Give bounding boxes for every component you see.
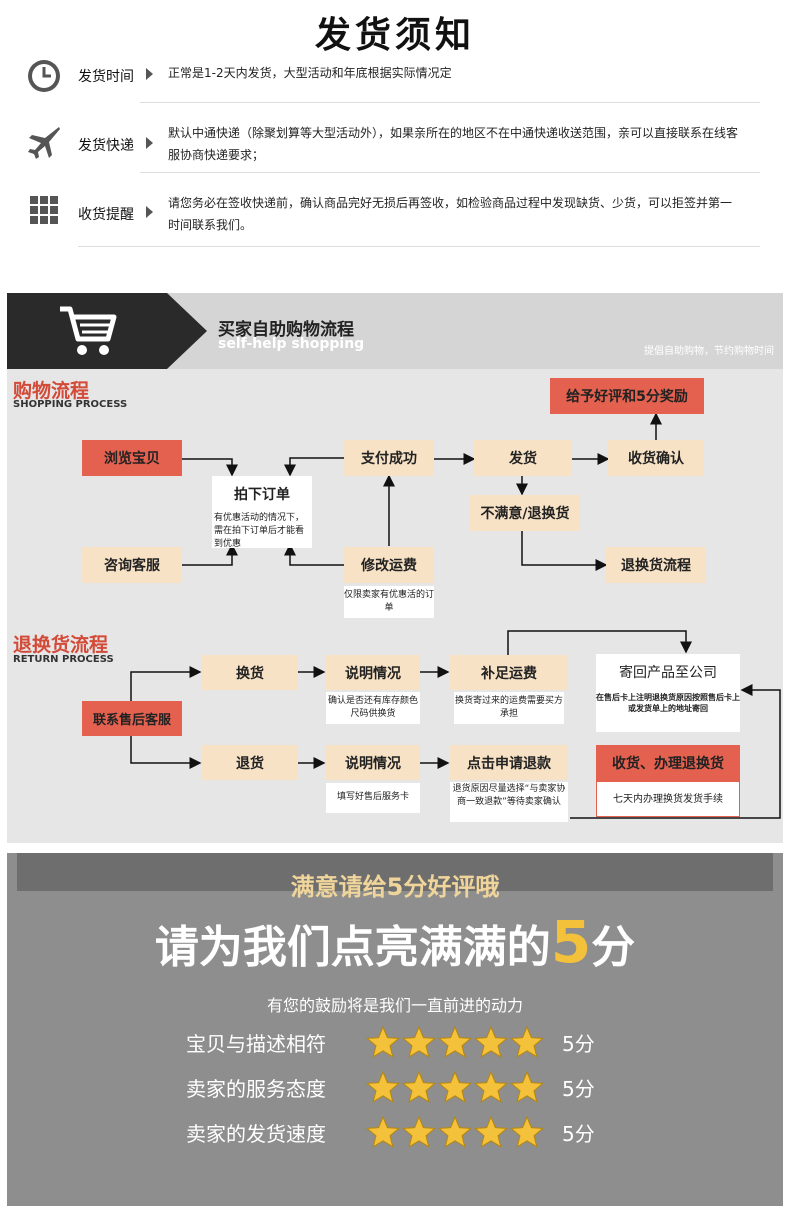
star-icon [510,1115,544,1148]
notice-label: 发货时间 [78,69,134,85]
shopping-process-label: 购物流程 [13,380,90,402]
modify-freight-box: 修改运费 [344,547,434,583]
star-icon [366,1115,400,1148]
exchange-box: 换货 [202,655,298,690]
unsatisfied-box: 不满意/退换货 [470,495,580,531]
rating-row: 卖家的服务态度 5分 [186,1070,595,1104]
notice-label: 收货提醒 [78,207,134,223]
review-box: 给予好评和5分奖励 [550,378,704,414]
star-icon [474,1115,508,1148]
clock-icon [28,60,60,92]
consult-box: 咨询客服 [82,547,182,583]
send-back-box: 寄回产品至公司 [596,654,740,690]
order-note: 有优惠活动的情况下，需在拍下订单后才能看到优惠 [212,512,312,549]
notice-row-express: 发货快递 默认中通快递（除聚划算等大型活动外），如果亲所在的地区不在中通快递收送… [26,122,766,172]
pay-box: 支付成功 [344,440,434,476]
return-process-label-en: RETURN PROCESS [13,654,114,665]
star-icon [402,1025,436,1058]
process-title: 买家自助购物流程 [218,320,354,340]
star-icon [474,1070,508,1103]
explain-box: 说明情况 [326,655,420,690]
star-icon [402,1115,436,1148]
chevron-right-icon [146,137,153,149]
star-icon [402,1070,436,1103]
cart-icon [60,306,117,355]
rating-headline-text: 请为我们点亮满满的 [154,922,551,973]
process-slogan: 提倡自助购物，节约购物时间 [644,346,774,357]
star-icon [438,1025,472,1058]
notice-title: 发货须知 [314,15,475,56]
rating-headline-unit: 分 [591,922,636,973]
star-icon [438,1115,472,1148]
rating-label: 宝贝与描述相符 [186,1031,326,1056]
rating-row: 宝贝与描述相符 5分 [186,1025,595,1059]
apply-refund-box: 点击申请退款 [450,745,568,780]
rating-label: 卖家的发货速度 [186,1121,326,1146]
notice-text: 正常是1-2天内发货，大型活动和年底根据实际情况定 [168,66,452,80]
chevron-right-icon [146,206,153,218]
notice-row-receipt: 收货提醒 请您务必在签收快递前，确认商品完好无损后再签收，如检验商品过程中发现缺… [26,192,766,242]
send-back-note: 在售后卡上注明退换货原因按照售后卡上或发货单上的地址寄回 [596,690,740,732]
browse-box: 浏览宝贝 [82,440,182,476]
notice-row-time: 发货时间 正常是1-2天内发货，大型活动和年底根据实际情况定 [26,58,766,98]
rating-score: 5分 [562,1076,595,1101]
freight-box: 补足运费 [450,655,568,690]
explain-note: 确认是否还有库存颜色尺码供换货 [326,692,420,724]
order-box: 拍下订单 [212,476,312,512]
rating-panel [7,853,783,1206]
shopping-process-label-en: SHOPPING PROCESS [13,399,128,410]
divider [78,246,760,247]
chevron-right-icon [146,68,153,80]
explain-box: 说明情况 [326,745,420,780]
star-icon [366,1025,400,1058]
modify-freight-note: 仅限卖家有优惠活的订单 [344,586,434,618]
divider [140,102,760,103]
apply-refund-note: 退货原因尽量选择“与卖家协商一致退款”等待卖家确认 [450,782,568,822]
return-flow-box: 退换货流程 [606,547,706,583]
handle-return-note: 七天内办理换货发货手续 [596,781,740,817]
notice-text: 默认中通快递（除聚划算等大型活动外），如果亲所在的地区不在中通快递收送范围，亲可… [168,126,739,162]
handle-return-box: 收货、办理退换货 [596,745,740,781]
rating-label: 卖家的服务态度 [186,1076,326,1101]
star-icon [510,1025,544,1058]
rating-score: 5分 [562,1121,595,1146]
refund-box: 退货 [202,745,298,780]
rating-headline: 请为我们点亮满满的5分 [0,908,790,976]
star-rating [366,1070,544,1104]
return-process-label: 退换货流程 [13,634,109,656]
rating-subtitle: 满意请给5分好评哦 [290,873,500,901]
star-icon [366,1070,400,1103]
notice-text: 请您务必在签收快递前，确认商品完好无损后再签收，如检验商品过程中发现缺货、少货，… [168,196,733,232]
divider [140,172,760,173]
star-icon [438,1070,472,1103]
contact-service-box: 联系售后客服 [82,701,182,736]
confirm-box: 收货确认 [608,440,704,476]
notice-label: 发货快递 [78,138,134,154]
grid-icon [30,196,58,224]
rating-row: 卖家的发货速度 5分 [186,1115,595,1149]
explain-note: 填写好售后服务卡 [326,783,420,813]
freight-note: 换货寄过来的运费需要买方承担 [454,692,564,724]
rating-score: 5分 [562,1031,595,1056]
star-icon [510,1070,544,1103]
star-icon [474,1025,508,1058]
process-subtitle: self-help shopping [218,336,365,352]
rating-headline-number: 5 [550,908,592,976]
rating-tagline: 有您的鼓励将是我们一直前进的动力 [266,996,523,1015]
rating-tab [17,853,773,891]
star-rating [366,1115,544,1149]
airplane-icon [28,127,60,159]
star-rating [366,1025,544,1059]
ship-box: 发货 [474,440,572,476]
